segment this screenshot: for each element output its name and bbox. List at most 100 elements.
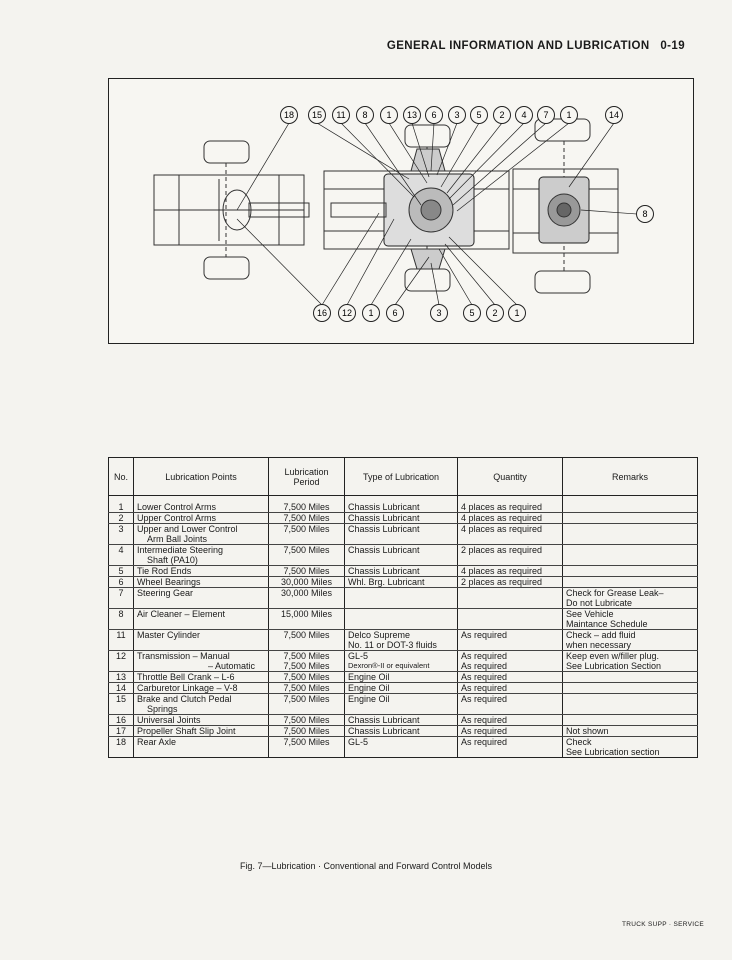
cell-lubrication-point-line: Transmission – Manual — [137, 651, 230, 661]
cell-quantity: 2 places as required — [457, 544, 563, 566]
cell-lubricant-type: Engine Oil — [344, 671, 458, 683]
cell-no: 7 — [108, 587, 134, 609]
front-suspension-drawing — [323, 124, 510, 292]
callout-label: 6 — [431, 110, 436, 120]
cell-lubricant-type: Chassis Lubricant — [344, 714, 458, 726]
cell-quantity: 4 places as required — [457, 565, 563, 577]
cell-period-line: 7,500 Miles — [283, 502, 330, 512]
callout-14: 14 — [605, 106, 623, 124]
cell-remarks-line: See Lubrication section — [566, 747, 660, 757]
callout-4: 4 — [515, 106, 533, 124]
cell-remarks — [562, 682, 698, 694]
callout-label: 16 — [317, 308, 327, 318]
cell-lubrication-point-line: Propeller Shaft Slip Joint — [137, 726, 236, 736]
cell-quantity-line: 2 places as required — [461, 545, 543, 555]
cell-quantity-line: As required — [461, 737, 508, 747]
callout-3: 3 — [448, 106, 466, 124]
cell-lubricant-type-line: Engine Oil — [348, 694, 390, 704]
cell-lubrication-point: Steering Gear — [133, 587, 269, 609]
lubrication-table: No. Lubrication Points Lubrication Perio… — [108, 457, 698, 758]
callout-label: 1 — [368, 308, 373, 318]
cell-no: 4 — [108, 544, 134, 566]
cell-lubricant-type-line: Chassis Lubricant — [348, 513, 420, 523]
cell-remarks-line: Check – add fluid — [566, 630, 636, 640]
cell-remarks — [562, 671, 698, 683]
cell-lubricant-type: Engine Oil — [344, 693, 458, 715]
cell-period-line: 7,500 Miles — [283, 651, 330, 661]
cell-remarks: Check for Grease Leak–Do not Lubricate — [562, 587, 698, 609]
cell-remarks — [562, 512, 698, 524]
cell-lubricant-type: Engine Oil — [344, 682, 458, 694]
cell-remarks: Not shown — [562, 725, 698, 737]
callout-circle — [537, 106, 555, 124]
cell-lubrication-point-line: Throttle Bell Crank – L-6 — [137, 672, 235, 682]
cell-remarks-line: Maintance Schedule — [566, 619, 648, 629]
table-header-row: No. Lubrication Points Lubrication Perio… — [108, 457, 698, 496]
cell-lubricant-type-line: Chassis Lubricant — [348, 726, 420, 736]
page-footer: TRUCK SUPP · SERVICE — [622, 921, 704, 928]
cell-lubricant-type-line: Delco Supreme — [348, 630, 411, 640]
callout-circle — [308, 106, 326, 124]
cell-lubricant-type: Chassis Lubricant — [344, 544, 458, 566]
callout-circle — [430, 304, 448, 322]
callout-circle — [463, 304, 481, 322]
cell-period-line: 15,000 Miles — [280, 609, 333, 619]
cell-period-line: 30,000 Miles — [280, 577, 333, 587]
cell-quantity — [457, 608, 563, 630]
cell-quantity-line: As required — [461, 661, 508, 671]
cell-remarks — [562, 576, 698, 588]
figure-caption: Fig. 7—Lubrication · Conventional and Fo… — [239, 861, 493, 871]
callout-label: 12 — [342, 308, 352, 318]
callout-circle — [515, 106, 533, 124]
cell-remarks-line: See Vehicle — [566, 609, 614, 619]
cell-remarks-line: Check — [566, 737, 592, 747]
cell-period-line: 7,500 Miles — [283, 683, 330, 693]
callout-1: 1 — [560, 106, 578, 124]
callout-circle — [386, 304, 404, 322]
callout-circle — [486, 304, 504, 322]
cell-quantity: As required — [457, 671, 563, 683]
cell-period: 7,500 Miles — [268, 714, 345, 726]
callout-circle — [470, 106, 488, 124]
cell-lubricant-type: Chassis Lubricant — [344, 512, 458, 524]
cell-quantity: 4 places as required — [457, 512, 563, 524]
cell-remarks-line: See Lubrication Section — [566, 661, 662, 671]
page-header: GENERAL INFORMATION AND LUBRICATION 0-19 — [100, 40, 685, 52]
callout-circle — [338, 304, 356, 322]
cell-quantity: 2 places as required — [457, 576, 563, 588]
cell-quantity-line: 4 places as required — [461, 502, 543, 512]
cell-lubrication-point-line: Brake and Clutch Pedal — [137, 694, 232, 704]
cell-lubrication-point: Rear Axle — [133, 736, 269, 758]
cell-period-line: 7,500 Miles — [283, 672, 330, 682]
cell-no: 18 — [108, 736, 134, 758]
cell-quantity: As required — [457, 693, 563, 715]
cell-remarks-line: when necessary — [566, 640, 632, 650]
callout-circle — [493, 106, 511, 124]
callout-label: 8 — [362, 110, 367, 120]
callout-circle — [362, 304, 380, 322]
cell-lubrication-point: Transmission – Manual– Automatic — [133, 650, 269, 672]
cell-lubrication-point-line: Steering Gear — [137, 588, 194, 598]
forward-control-drawing — [512, 118, 619, 294]
cell-quantity-line: As required — [461, 683, 508, 693]
cell-no: 12 — [108, 650, 134, 672]
cell-lubrication-point: Air Cleaner – Element — [133, 608, 269, 630]
cell-period-line: 30,000 Miles — [280, 588, 333, 598]
cell-quantity-line: As required — [461, 672, 508, 682]
cell-period: 15,000 Miles — [268, 608, 345, 630]
callout-6: 6 — [386, 304, 404, 322]
callout-label: 14 — [609, 110, 619, 120]
cell-period: 7,500 Miles — [268, 629, 345, 651]
cell-no: 3 — [108, 523, 134, 545]
cell-lubrication-point: Lower Control Arms — [133, 502, 269, 513]
callout-7: 7 — [537, 106, 555, 124]
